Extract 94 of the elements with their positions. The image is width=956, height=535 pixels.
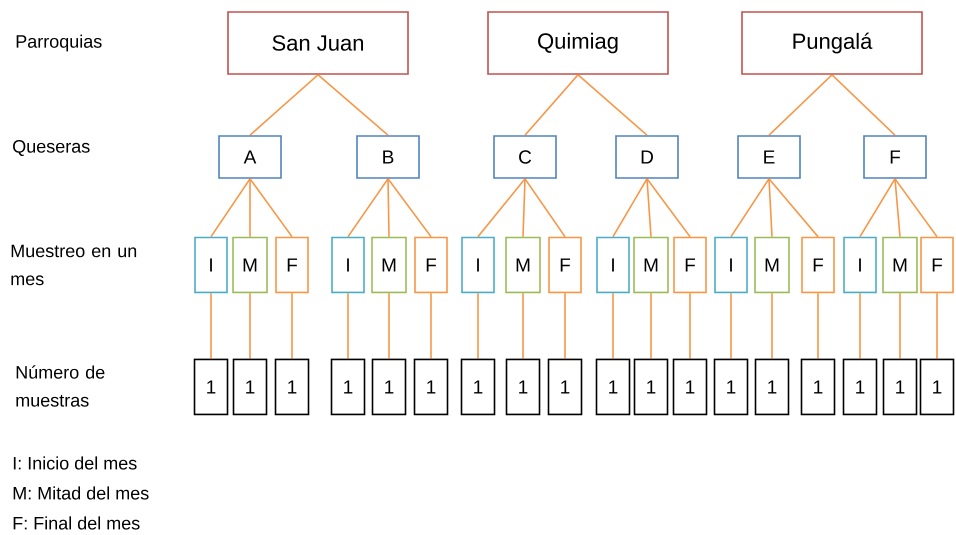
sampling-box: M: [371, 236, 407, 294]
connector-line: [522, 178, 526, 237]
connector-line: [524, 74, 579, 136]
connector-line: [524, 178, 566, 238]
connector-line: [249, 293, 251, 359]
parish-box: Pungalá: [741, 11, 923, 75]
connector-line: [210, 293, 212, 359]
row-label: Parroquias: [16, 34, 102, 52]
row-label: Muestreo en un mes: [11, 244, 136, 286]
connector-line: [768, 178, 773, 237]
connector-line: [577, 74, 648, 136]
sampling-box: I: [714, 236, 748, 294]
sampling-box: M: [882, 236, 918, 294]
sampling-box: I: [843, 236, 877, 294]
sampling-box: F: [673, 236, 707, 294]
connector-line: [347, 293, 349, 359]
connector-line: [768, 74, 833, 136]
connector-line: [650, 293, 652, 359]
connector-line: [859, 293, 861, 359]
sample-count-box: 1: [754, 358, 790, 416]
connector-line: [291, 293, 293, 359]
cheese-factory-box: E: [737, 135, 801, 179]
connector-line: [831, 74, 896, 136]
connector-line: [249, 178, 293, 238]
sampling-box: F: [801, 236, 835, 294]
sample-count-box: 1: [194, 358, 228, 416]
sample-count-box: 1: [882, 358, 918, 416]
connector-line: [894, 178, 901, 237]
connector-line: [894, 178, 938, 238]
connector-line: [612, 293, 614, 359]
sample-count-box: 1: [842, 358, 878, 416]
connector-line: [387, 178, 390, 237]
sample-count-box: 1: [672, 358, 708, 416]
parish-box: Quimiag: [487, 11, 669, 75]
connector-line: [522, 293, 524, 359]
connector-line: [646, 178, 652, 237]
cheese-factory-box: F: [863, 135, 927, 179]
connector-line: [317, 74, 389, 136]
sample-count-box: 1: [372, 358, 406, 416]
connector-line: [768, 178, 819, 238]
connector-line: [430, 293, 432, 359]
sampling-box: F: [920, 236, 954, 294]
sampling-box: M: [754, 236, 790, 294]
sampling-box: I: [596, 236, 630, 294]
legend-note: F: Final del mes: [14, 516, 140, 530]
connector-line: [249, 74, 319, 136]
connector-line: [477, 293, 479, 359]
cheese-factory-box: C: [493, 135, 557, 179]
sample-count-box: 1: [232, 358, 268, 416]
cheese-factory-box: A: [218, 135, 282, 179]
connector-line: [347, 178, 389, 238]
sampling-box: I: [194, 236, 228, 294]
sample-count-box: 1: [634, 358, 668, 416]
connector-line: [612, 178, 648, 238]
legend-note: M: Mitad del mes: [14, 486, 149, 500]
parish-box: San Juan: [227, 11, 409, 75]
sampling-box: F: [275, 236, 309, 294]
sampling-box: M: [633, 236, 669, 294]
sample-count-box: 1: [506, 358, 540, 416]
connector-line: [771, 293, 773, 359]
sampling-box: M: [232, 236, 268, 294]
sample-count-box: 1: [548, 358, 582, 416]
connector-line: [899, 293, 901, 359]
connector-line: [730, 293, 732, 359]
sampling-box: F: [548, 236, 582, 294]
sampling-box: I: [461, 236, 495, 294]
connector-line: [689, 293, 691, 359]
sample-count-box: 1: [460, 358, 496, 416]
legend-note: I: Inicio del mes: [14, 456, 137, 470]
connector-line: [210, 178, 251, 238]
sample-count-box: 1: [596, 358, 630, 416]
connector-line: [388, 293, 390, 359]
sampling-box: I: [331, 236, 365, 294]
sample-count-box: 1: [920, 358, 954, 416]
connector-line: [936, 293, 938, 359]
connector-line: [730, 178, 770, 238]
sample-count-box: 1: [330, 358, 366, 416]
connector-line: [249, 178, 251, 237]
connector-line: [477, 178, 526, 238]
sample-count-box: 1: [274, 358, 310, 416]
cheese-factory-box: B: [356, 135, 420, 179]
row-label: Queseras: [13, 140, 90, 156]
connector-line: [859, 178, 896, 238]
connector-line: [817, 293, 819, 359]
connector-line: [387, 178, 432, 238]
row-label: Número de muestras: [16, 365, 104, 407]
connector-line: [564, 293, 566, 359]
connector-line: [646, 178, 691, 238]
cheese-factory-box: D: [615, 135, 679, 179]
sample-count-box: 1: [714, 358, 748, 416]
sample-count-box: 1: [414, 358, 448, 416]
sample-count-box: 1: [800, 358, 836, 416]
sampling-box: F: [414, 236, 448, 294]
sampling-box: M: [505, 236, 541, 294]
